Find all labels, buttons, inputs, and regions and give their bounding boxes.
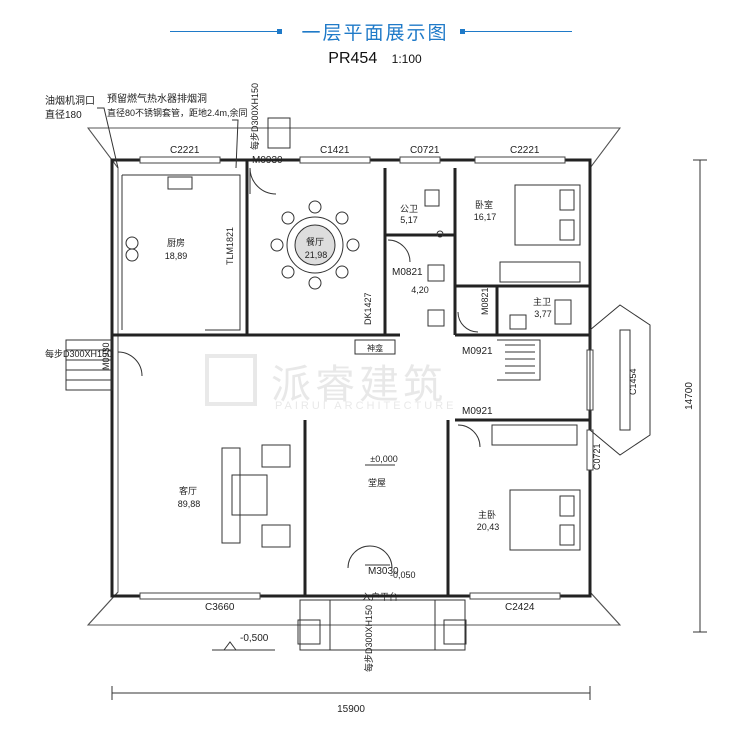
page-title: 一层平面展示图 — [301, 23, 449, 44]
step-label-top: 每步D300XH150 — [249, 83, 260, 150]
step-label-bottom: 每步D300XH150 — [363, 605, 374, 672]
window-marks — [139, 156, 594, 600]
room-name: 厨房 — [167, 237, 185, 248]
window-label: C0721 — [592, 443, 602, 470]
entrance-platform — [297, 599, 467, 651]
window-label: C0721 — [410, 145, 440, 156]
level-mark-entry: -0,050 — [390, 570, 416, 580]
title-rule-left — [170, 29, 282, 34]
window-label: C1454 — [628, 368, 638, 395]
door-label: M0930 — [252, 155, 283, 166]
shrine-block — [354, 339, 396, 355]
window-label: C1421 — [320, 145, 350, 156]
title-rule-right — [460, 29, 572, 34]
stair-block — [497, 339, 541, 381]
dimension-height: 14700 — [684, 382, 695, 410]
note-chimney-line1: 油烟机洞口 — [45, 94, 95, 107]
interior-walls — [112, 160, 590, 596]
room-area: 89,88 — [178, 499, 201, 509]
window-label: C2424 — [505, 602, 535, 613]
room-name: 主卧 — [478, 509, 496, 520]
left-steps — [65, 339, 113, 391]
note-heater-line2: 直径80不锈钢套管，距地2.4m,余同 — [107, 107, 248, 118]
note-heater-line1: 预留燃气热水器排烟洞 — [107, 92, 207, 105]
door-label: M0821 — [392, 267, 423, 278]
room-name: 神龛 — [367, 343, 383, 353]
note-leaders — [97, 107, 239, 169]
room-name: 餐厅 — [306, 236, 324, 247]
note-chimney-line2: 直径180 — [45, 108, 82, 121]
room-name: 客厅 — [179, 485, 197, 496]
level-mark-outside: -0,500 — [240, 633, 269, 644]
master-bed — [491, 424, 581, 551]
window-label: C2221 — [510, 145, 540, 156]
page-title-bar: 一层平面展示图 — [0, 14, 750, 48]
kitchen-counter — [121, 174, 241, 331]
door-tag-vertical: DK1427 — [363, 292, 373, 325]
door-swings — [117, 167, 481, 569]
room-area: 20,43 — [477, 522, 500, 532]
exterior-walls — [110, 158, 592, 598]
living-sofa — [221, 444, 291, 548]
plan-code: PR454 — [328, 50, 378, 67]
dimension-lines — [111, 159, 707, 700]
room-area: 3,77 — [534, 309, 552, 319]
door-label: M3030 — [368, 566, 399, 577]
window-label: C3660 — [205, 602, 235, 613]
door-label: M0921 — [462, 406, 493, 417]
room-name: 公卫 — [400, 204, 418, 214]
room-name: 主卫 — [533, 296, 551, 307]
dimension-width: 15900 — [337, 704, 365, 715]
door-label: M0821 — [480, 287, 490, 315]
door-tag-vertical: TLM1821 — [225, 227, 235, 265]
room-name: 卧室 — [475, 199, 493, 210]
plan-scale: 1:100 — [391, 52, 422, 66]
chimney — [267, 117, 291, 149]
right-bay — [589, 304, 651, 456]
room-area: 4,20 — [411, 285, 429, 295]
room-area: 21,98 — [305, 250, 328, 260]
bathroom-fixtures — [424, 189, 572, 330]
room-area: 18,89 — [165, 251, 188, 261]
plan-code-row: PR454 1:100 — [0, 50, 750, 68]
door-label: M0921 — [462, 346, 493, 357]
step-label-left: 每步D300XH150 — [45, 348, 112, 359]
room-area: 5,17 — [400, 215, 418, 225]
window-label: C2221 — [170, 145, 200, 156]
room-name: 入户平台 — [362, 591, 398, 602]
room-name: 堂屋 — [368, 477, 386, 488]
room-area: 16,17 — [474, 212, 497, 222]
door-label: M0930 — [101, 342, 111, 370]
level-mark: ±0,000 — [370, 454, 397, 464]
dining-table — [270, 200, 360, 290]
bedroom-bed — [499, 184, 581, 283]
